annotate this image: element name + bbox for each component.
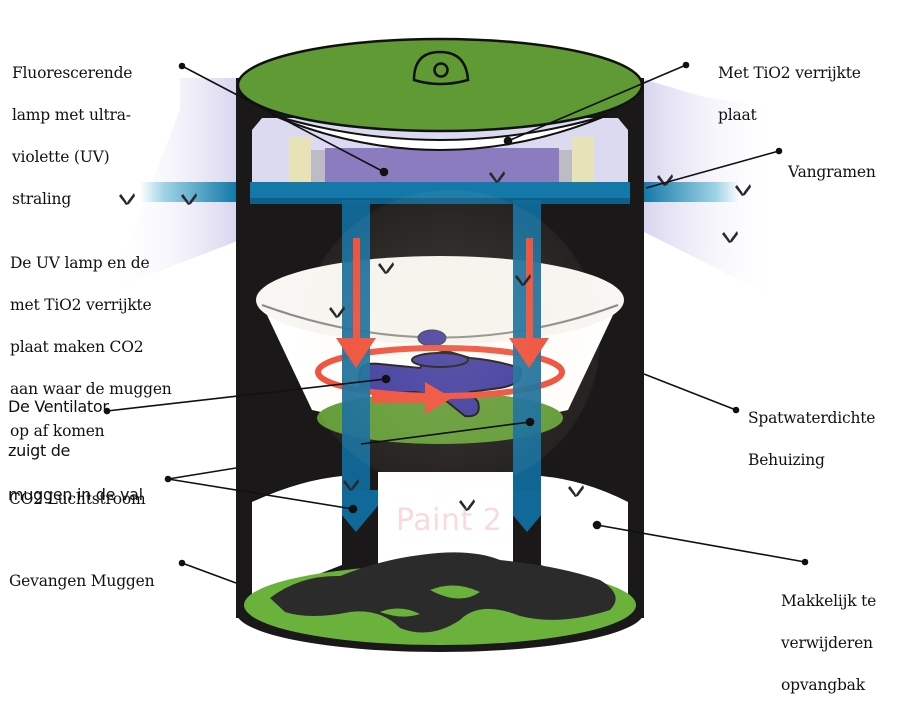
label-co2-production: De UV lamp en de met TiO2 verrijkte plaa…	[10, 254, 172, 440]
leader-uv-lamp	[181, 65, 385, 173]
label-airflow: CO2 Luchtstroom	[9, 490, 146, 508]
leader-tio2-plate	[507, 64, 687, 142]
band-outer-right	[644, 182, 740, 202]
leader-airflow-1	[167, 467, 237, 480]
leader-fan	[106, 378, 387, 412]
leader-catch-windows	[645, 150, 780, 189]
lid-handle-icon	[412, 50, 470, 86]
leader-caught-mosquitoes	[181, 562, 237, 584]
lamp-cap-left	[289, 137, 311, 185]
leader-housing	[643, 373, 737, 411]
watermark-logo	[300, 190, 600, 490]
trap-illustration	[103, 37, 809, 652]
band-outer-left	[140, 182, 236, 202]
leader-fan-base	[360, 421, 531, 445]
tray-wall-right	[541, 476, 628, 600]
label-tio2-plate: Met TiO2 verrijkte plaat	[718, 64, 861, 124]
watermark-text: Paint 2	[396, 503, 503, 538]
collection-tray	[244, 472, 636, 645]
lamp-cap-right	[572, 137, 594, 185]
leader-tray	[596, 524, 806, 563]
mosquito-trap-diagram: Paint 2 Fluorescerende lamp met ultra- v…	[8, 37, 876, 694]
label-catch-windows: Vangramen	[788, 163, 876, 181]
label-fan: De Ventilator zuigt de muggen in de val	[8, 397, 143, 504]
lid	[236, 37, 644, 133]
label-removable-tray: Makkelijk te verwijderen opvangbak	[781, 592, 877, 694]
label-uv-lamp: Fluorescerende lamp met ultra- violette …	[12, 64, 133, 208]
leader-lines	[103, 61, 809, 584]
tray-wall-left	[252, 476, 342, 600]
tio2-plate	[271, 114, 609, 151]
uv-lamp	[325, 148, 559, 186]
label-caught-mosquitoes: Gevangen Muggen	[9, 572, 155, 590]
leader-airflow-2	[167, 478, 354, 510]
label-housing: Spatwaterdichte Behuizing	[748, 409, 876, 469]
